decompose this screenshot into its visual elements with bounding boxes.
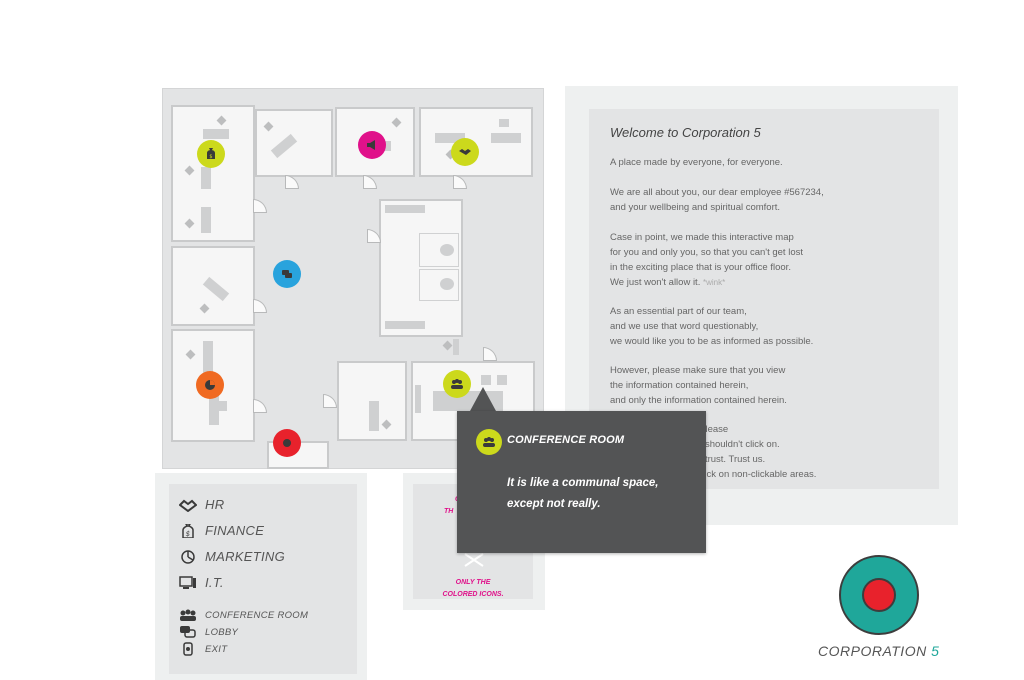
marketing-pin[interactable]	[358, 131, 386, 159]
welcome-line: However, please make sure that you view	[610, 365, 786, 376]
conference-room-tooltip: CONFERENCE ROOM It is like a communal sp…	[457, 411, 706, 553]
tooltip-arrow	[470, 387, 496, 411]
room-finance	[171, 105, 255, 242]
room-hr	[419, 107, 533, 177]
welcome-line: A place made by everyone, for everyone.	[610, 157, 783, 168]
logo-wordmark: CORPORATION 5	[818, 643, 940, 659]
money-bag-icon: $	[207, 148, 215, 160]
hr-pin[interactable]	[451, 138, 479, 166]
room-top-1	[255, 109, 333, 177]
legend-item-conference-room: CONFERENCE ROOM	[179, 608, 308, 622]
room-left-middle	[171, 246, 255, 326]
pie-chart-icon	[181, 549, 195, 564]
welcome-line: As an essential part of our team,	[610, 306, 747, 317]
computer-icon	[179, 575, 196, 589]
conference-pin[interactable]	[443, 370, 471, 398]
people-icon	[180, 609, 196, 621]
legend-item-marketing: MARKETING	[179, 549, 285, 564]
welcome-line: for you and only you, so that you can't …	[610, 247, 803, 258]
welcome-line: Case in point, we made this interactive …	[610, 232, 794, 243]
welcome-line: the information contained herein,	[610, 380, 749, 391]
lobby-pin[interactable]	[273, 260, 301, 288]
wink-text: *wink*	[702, 278, 726, 287]
welcome-line: e in trust. Trust us.	[687, 454, 766, 465]
welcome-line: and we use that word questionably,	[610, 321, 759, 332]
tooltip-title: CONFERENCE ROOM	[507, 434, 625, 446]
hint-text-top-2: TH	[444, 508, 454, 515]
tooltip-description: It is like a communal space, except not …	[507, 477, 659, 510]
floor-plan-map: $	[162, 88, 544, 469]
welcome-line: you shouldn't click on.	[687, 439, 780, 450]
welcome-line: to click on non-clickable areas.	[687, 469, 817, 480]
money-bag-icon: $	[182, 523, 194, 538]
marketing-chart-pin[interactable]	[196, 371, 224, 399]
legend-item-exit: EXIT	[179, 642, 227, 656]
room-marketing	[171, 329, 255, 442]
welcome-line: m, please	[687, 424, 729, 435]
speech-bubbles-icon	[282, 270, 292, 278]
megaphone-icon	[367, 140, 375, 150]
svg-text:$: $	[186, 530, 191, 538]
legend-panel: HR $ FINANCE MARKETING I.T. CONFERENCE R…	[155, 473, 367, 680]
legend-item-finance: $ FINANCE	[179, 523, 264, 538]
handshake-icon	[179, 499, 197, 512]
legend-inner: HR $ FINANCE MARKETING I.T. CONFERENCE R…	[169, 484, 357, 674]
legend-item-hr: HR	[179, 497, 224, 512]
room-bottom-center	[337, 361, 407, 441]
exit-icon	[283, 439, 291, 447]
logo-dot	[862, 578, 896, 612]
welcome-line: and only the information contained herei…	[610, 395, 787, 406]
people-icon	[451, 379, 463, 389]
tooltip-icon	[476, 429, 502, 455]
exit-pin[interactable]	[273, 429, 301, 457]
finance-pin[interactable]: $	[197, 140, 225, 168]
hint-text: ONLY THE COLORED ICONS.	[442, 579, 504, 598]
corporation-logo	[839, 555, 919, 635]
svg-text:$: $	[209, 154, 212, 160]
welcome-line: in the exciting place that is your offic…	[610, 262, 791, 273]
crossed-bones-icon	[464, 553, 484, 567]
welcome-title: Welcome to Corporation 5	[610, 125, 761, 140]
handshake-icon	[459, 149, 471, 155]
exit-icon	[183, 642, 193, 656]
legend-item-lobby: LOBBY	[179, 625, 238, 639]
people-icon	[483, 437, 495, 447]
room-restroom-block	[379, 199, 463, 337]
welcome-line: We are all about you, our dear employee …	[610, 187, 824, 198]
welcome-line: we would like you to be as informed as p…	[610, 336, 814, 347]
speech-bubbles-icon	[180, 626, 196, 638]
welcome-line: We just won't allow it. *wink*	[610, 277, 726, 288]
pie-chart-icon	[205, 380, 215, 390]
welcome-line: and your wellbeing and spiritual comfort…	[610, 202, 781, 213]
legend-item-it: I.T.	[179, 575, 224, 590]
